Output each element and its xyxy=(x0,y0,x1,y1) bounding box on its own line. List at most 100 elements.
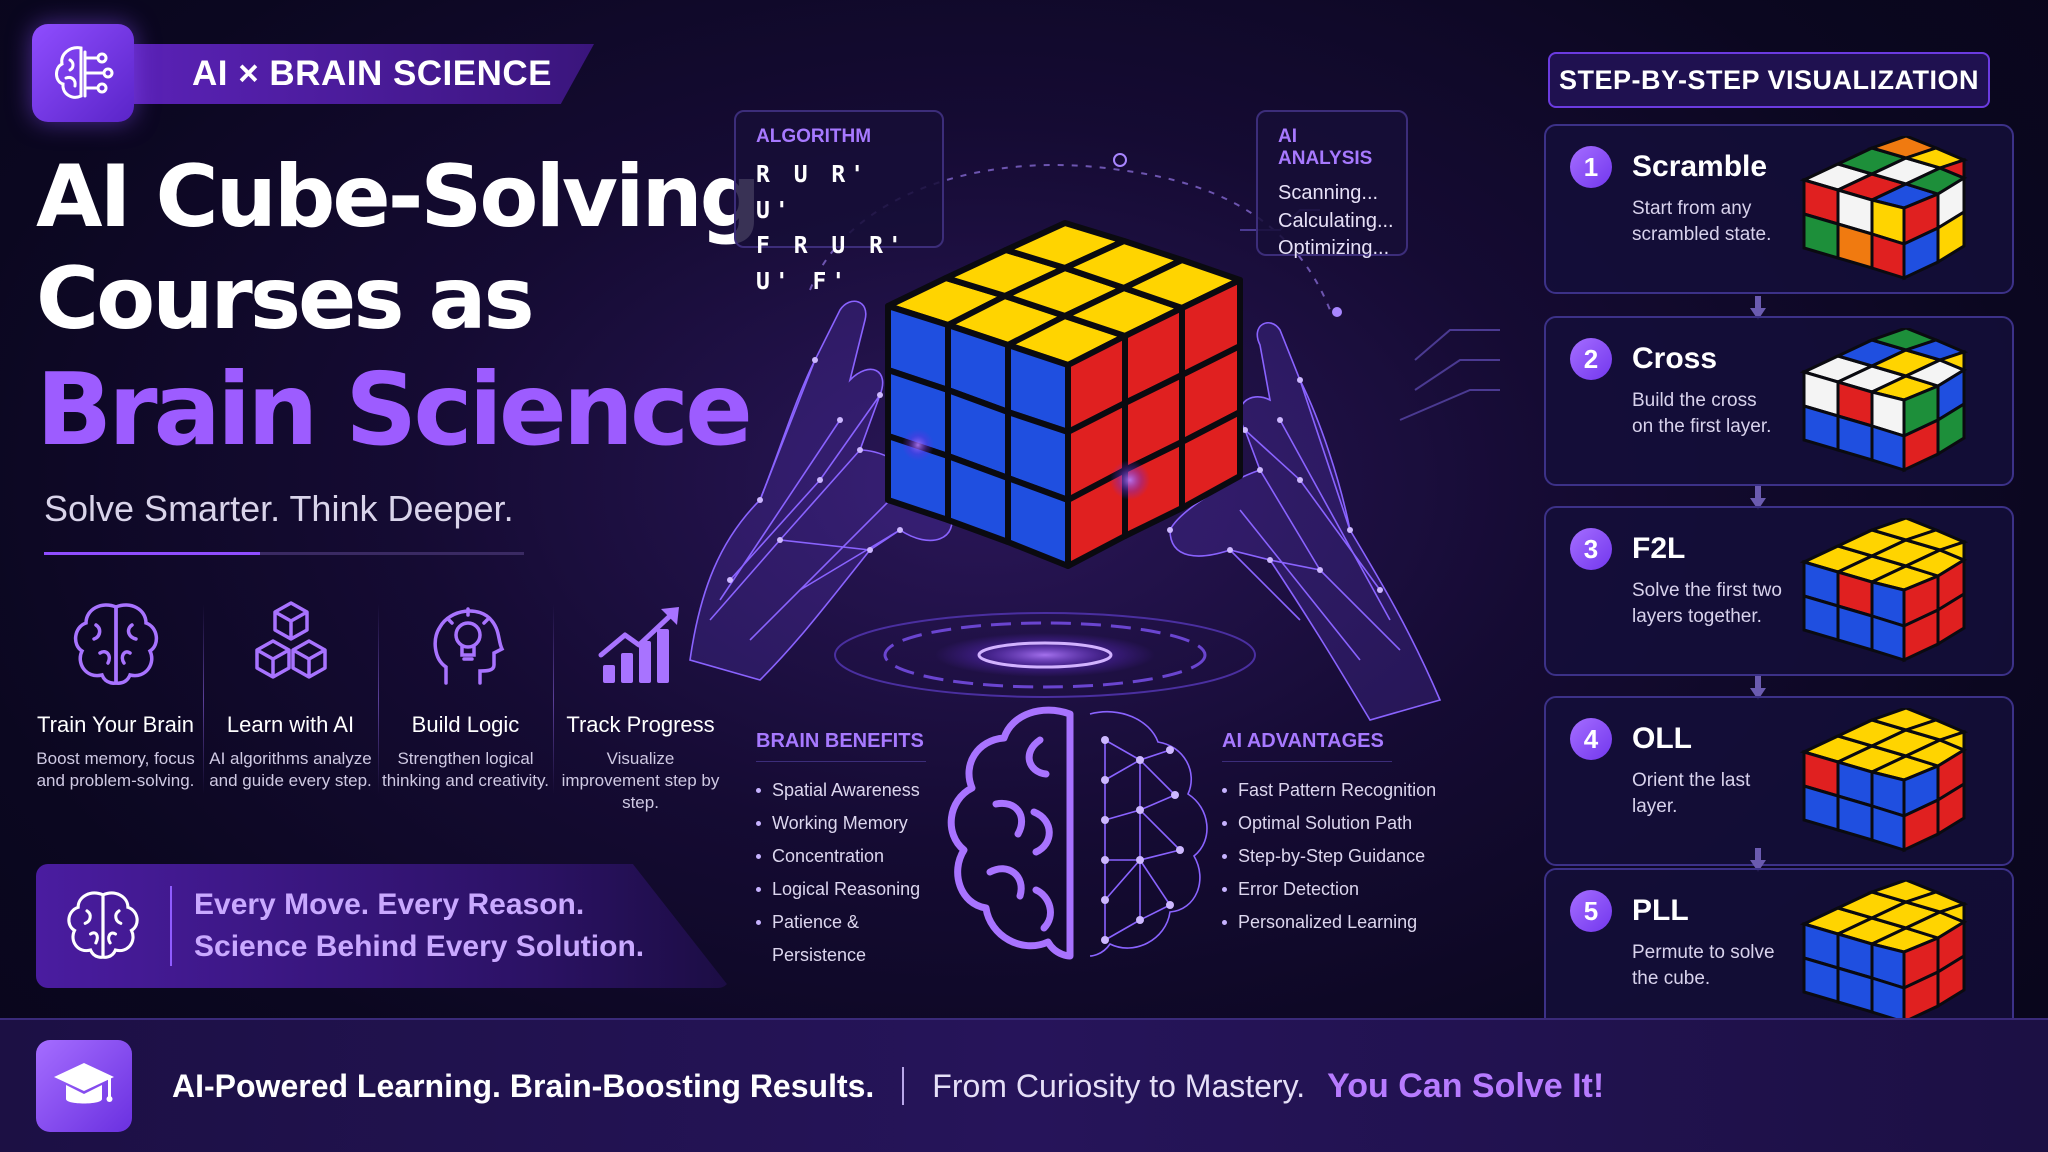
subtitle: Solve Smarter. Think Deeper. xyxy=(44,488,514,529)
ai-analysis-panel: AI ANALYSIS Scanning... Calculating... O… xyxy=(1256,110,1408,259)
step-name: OLL xyxy=(1632,722,1692,755)
cube-hands-illustration xyxy=(689,153,1500,721)
footer-bar: AI-Powered Learning. Brain-Boosting Resu… xyxy=(0,1018,2048,1152)
feature-name: Learn with AI xyxy=(226,712,355,737)
brain-outline-icon xyxy=(36,886,170,966)
algorithm-line-2: F R U R' U' F' xyxy=(756,233,907,295)
benefits-title: BRAIN BENEFITS xyxy=(756,730,924,752)
badge-label: AI × BRAIN SCIENCE xyxy=(120,44,594,104)
feature-desc: Boost memory, focus and problem-solving. xyxy=(36,749,195,791)
step-desc: Build the cross on the first layer. xyxy=(1632,390,1772,438)
advantages-list: Fast Pattern Recognition Optimal Solutio… xyxy=(1222,774,1462,939)
right-hand-nodes xyxy=(1167,377,1383,593)
cubes-icon xyxy=(203,590,378,700)
arrow-down-icon xyxy=(1750,848,1766,872)
feature-desc: AI algorithms analyze and guide every st… xyxy=(209,749,372,791)
list-item: Logical Reasoning xyxy=(756,873,956,906)
analysis-line-2: Calculating... xyxy=(1278,209,1394,232)
title-line-3: Brain Science xyxy=(36,351,753,468)
step-number: 1 xyxy=(1570,146,1612,188)
solved-cube-icon xyxy=(1799,880,1968,1025)
motto-line-1: Every Move. Every Reason. xyxy=(194,888,585,921)
advantages-title: AI ADVANTAGES xyxy=(1222,730,1384,752)
footer-cta-text: You Can Solve It! xyxy=(1327,1066,1605,1105)
feature-name: Track Progress xyxy=(566,712,715,737)
subtitle-divider xyxy=(44,552,524,555)
list-item: Working Memory xyxy=(756,807,956,840)
brain-benefits-panel: BRAIN BENEFITS Spatial Awareness Working… xyxy=(756,730,956,972)
benefits-underline xyxy=(756,761,926,762)
graduation-cap-icon xyxy=(36,1040,132,1132)
list-item: Patience & Persistence xyxy=(756,906,956,972)
title-line-1: AI Cube-Solving xyxy=(36,147,761,247)
motto-banner: Every Move. Every Reason. Science Behind… xyxy=(36,864,730,988)
f2l-cube-icon xyxy=(1799,518,1968,663)
cube-right-face xyxy=(1065,277,1243,569)
step-card-scramble: 1 Scramble Start from any scrambled stat… xyxy=(1544,124,2014,294)
step-card-pll: 5 PLL Permute to solve the cube. xyxy=(1544,868,2014,1038)
step-desc: Orient the last layer. xyxy=(1632,770,1751,818)
feature-learn-ai: Learn with AI AI algorithms analyze and … xyxy=(203,590,378,810)
list-item: Spatial Awareness xyxy=(756,774,956,807)
oll-cube-icon xyxy=(1799,708,1968,853)
step-number: 4 xyxy=(1570,718,1612,760)
feature-name: Build Logic xyxy=(411,712,520,737)
algorithm-line-1: R U R' U' xyxy=(756,162,870,224)
step-number: 5 xyxy=(1570,890,1612,932)
scrambled-cube-icon xyxy=(1799,136,1968,281)
step-number: 3 xyxy=(1570,528,1612,570)
step-name: F2L xyxy=(1632,532,1686,565)
feature-build-logic: Build Logic Strengthen logical thinking … xyxy=(378,590,553,810)
footer-subtagline: From Curiosity to Mastery. xyxy=(932,1067,1306,1104)
steps-header: STEP-BY-STEP VISUALIZATION xyxy=(1548,52,1990,108)
algorithm-title: ALGORITHM xyxy=(756,126,872,147)
step-desc: Start from any scrambled state. xyxy=(1632,198,1772,246)
step-desc: Solve the first two layers together. xyxy=(1632,580,1782,628)
rubiks-cube xyxy=(885,220,1243,569)
feature-train-brain: Train Your Brain Boost memory, focus and… xyxy=(28,590,203,810)
header-badge: AI × BRAIN SCIENCE xyxy=(32,24,594,122)
split-brain-icon xyxy=(947,706,1208,960)
platform-glow xyxy=(935,633,1155,677)
step-number: 2 xyxy=(1570,338,1612,380)
cross-cube-icon xyxy=(1799,328,1968,473)
list-item: Optimal Solution Path xyxy=(1222,807,1462,840)
feature-desc: Visualize improvement step by step. xyxy=(561,749,720,813)
chart-growth-icon xyxy=(553,590,728,700)
feature-track-progress: Track Progress Visualize improvement ste… xyxy=(553,590,728,812)
brain-icon xyxy=(28,590,203,700)
lightbulb-head-icon xyxy=(378,590,553,700)
feature-name: Train Your Brain xyxy=(37,712,194,737)
list-item: Personalized Learning xyxy=(1222,906,1462,939)
step-name: Scramble xyxy=(1632,150,1768,183)
ai-advantages-panel: AI ADVANTAGES Fast Pattern Recognition O… xyxy=(1222,730,1462,939)
analysis-title: AI ANALYSIS xyxy=(1278,126,1373,169)
list-item: Error Detection xyxy=(1222,873,1462,906)
feature-row: Train Your Brain Boost memory, focus and… xyxy=(28,590,728,812)
step-card-f2l: 3 F2L Solve the first two layers togethe… xyxy=(1544,506,2014,676)
step-name: Cross xyxy=(1632,342,1718,375)
step-name: PLL xyxy=(1632,894,1689,927)
analysis-line-1: Scanning... xyxy=(1278,182,1379,204)
step-desc: Permute to solve the cube. xyxy=(1632,942,1775,990)
benefits-list: Spatial Awareness Working Memory Concent… xyxy=(756,774,956,972)
platform-ring xyxy=(834,612,1256,698)
step-card-cross: 2 Cross Build the cross on the first lay… xyxy=(1544,316,2014,486)
algorithm-panel: ALGORITHM R U R' U' F R U R' U' F' xyxy=(734,110,944,295)
advantages-underline xyxy=(1222,761,1392,762)
feature-desc: Strengthen logical thinking and creativi… xyxy=(382,749,549,791)
step-card-oll: 4 OLL Orient the last layer. xyxy=(1544,696,2014,866)
list-item: Concentration xyxy=(756,840,956,873)
analysis-line-3: Optimizing... xyxy=(1278,237,1390,260)
list-item: Step-by-Step Guidance xyxy=(1222,840,1462,873)
arrow-down-icon xyxy=(1750,676,1766,700)
title-line-2: Courses as xyxy=(36,249,535,349)
list-item: Fast Pattern Recognition xyxy=(1222,774,1462,807)
motto-text: Every Move. Every Reason. Science Behind… xyxy=(172,884,644,968)
motto-divider xyxy=(170,886,172,966)
footer-divider xyxy=(902,1067,905,1105)
arrow-down-icon xyxy=(1750,486,1766,510)
footer-tagline: AI-Powered Learning. Brain-Boosting Resu… xyxy=(172,1067,875,1104)
cube-left-face xyxy=(885,303,1071,569)
motto-line-2: Science Behind Every Solution. xyxy=(194,930,645,963)
